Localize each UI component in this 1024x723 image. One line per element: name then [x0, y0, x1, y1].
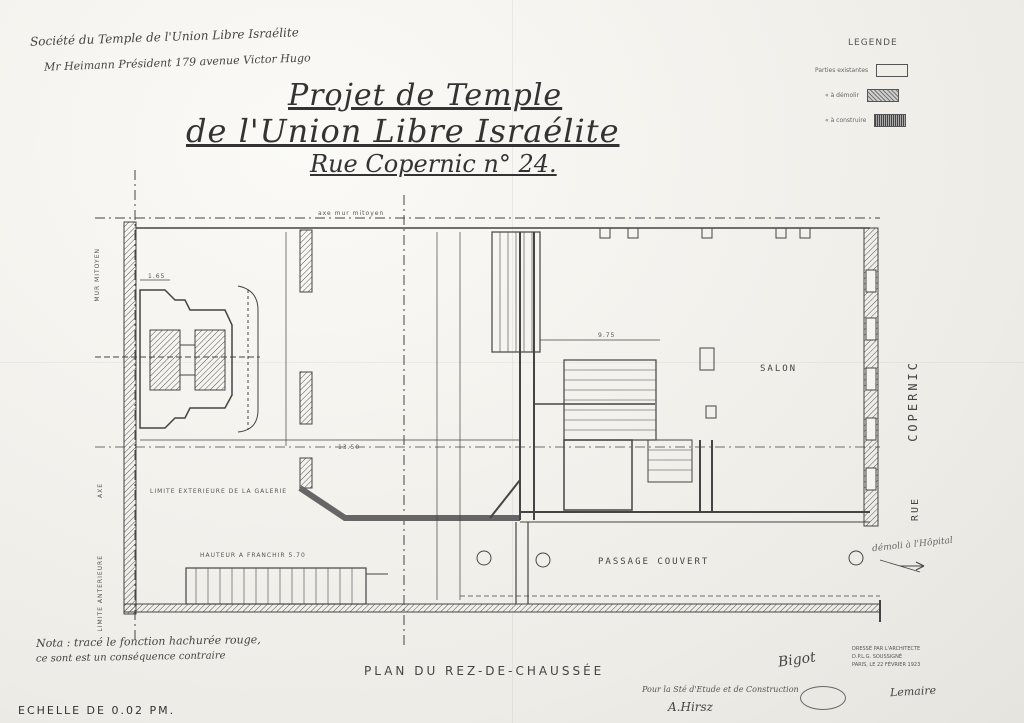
signature-third: Lemaire [889, 683, 937, 700]
gallery-limit-note: LIMITE EXTERIEURE DE LA GALERIE [150, 488, 288, 495]
stair-height-note: HAUTEUR A FRANCHIR 5.70 [200, 552, 306, 559]
pillar [299, 229, 313, 293]
bottom-wall [123, 603, 881, 613]
legend-construct: « à construire [825, 114, 907, 127]
legend-construct-swatch [874, 114, 907, 127]
gallery-wall [298, 485, 520, 521]
drawing-title: PLAN DU REZ-DE-CHAUSSÉE [364, 664, 605, 678]
legend-existing-label: Parties existantes [815, 67, 869, 74]
street-prefix-label: RUE [910, 497, 921, 522]
ark-pillar [194, 329, 226, 391]
passage-label: PASSAGE COUVERT [598, 557, 710, 567]
pillar [299, 371, 313, 425]
gallery-wall-angle [489, 479, 521, 519]
limit-label-bottom: LIMITE ANTERIEURE [97, 555, 104, 632]
left-wall [123, 221, 137, 615]
legend-title: LEGENDE [848, 38, 898, 48]
scale-label: ECHELLE DE 0.02 PM. [18, 704, 176, 717]
window [865, 317, 877, 341]
legend-demolish-swatch [866, 89, 899, 102]
approval-note: Pour la Sté d'Etude et de Construction [642, 685, 799, 694]
legend-construct-label: « à construire [825, 117, 867, 124]
legend-demolish: « à démolir [825, 89, 899, 102]
ark-pillar [149, 329, 181, 391]
street-name-label: COPERNIC [906, 360, 920, 442]
limit-label-top: MUR MITOYEN [94, 248, 101, 302]
legend-demolish-label: « à démolir [825, 92, 859, 99]
title-line-1: Projet de Temple [288, 78, 563, 113]
paper-fold-vertical [512, 0, 513, 723]
wall-notch [775, 227, 787, 239]
wall-notch [701, 227, 713, 239]
legend-existing-swatch [876, 64, 909, 77]
window [865, 467, 877, 491]
lower-room [563, 439, 633, 511]
signature-approver: A.Hirsz [668, 700, 713, 714]
column-small [699, 347, 715, 371]
legend-existing: Parties existantes [815, 64, 909, 77]
paper-fold-horizontal [0, 362, 1024, 363]
window [865, 367, 877, 391]
column-small [705, 405, 717, 419]
column-circle [476, 550, 492, 566]
pillar [299, 457, 313, 489]
salon-label: SALON [760, 364, 798, 374]
title-line-3: Rue Copernic n° 24. [310, 150, 557, 178]
column-circle [848, 550, 864, 566]
dimension-hall: 9.75 [598, 332, 616, 339]
column-circle [535, 552, 551, 568]
ark-niche [179, 344, 196, 376]
wall-notch [599, 227, 611, 239]
stair-lower [185, 567, 367, 605]
architect-block: DRESSÉ PAR L'ARCHITECTE D.P.L.G. SOUSSIG… [852, 646, 921, 668]
party-wall-label: axe mur mitoyen [318, 210, 385, 217]
title-line-2: de l'Union Libre Israélite [186, 112, 620, 150]
window [865, 269, 877, 293]
wall-notch [627, 227, 639, 239]
ark-structure [139, 289, 233, 429]
dimension-width: 13.50 [338, 444, 361, 451]
limit-label-mid: AXE [97, 483, 104, 499]
small-stair [647, 439, 693, 483]
north-arrow [900, 561, 925, 571]
official-stamp [800, 686, 846, 710]
dimension-top: 1.65 [148, 273, 166, 280]
window [865, 417, 877, 441]
wall-notch [799, 227, 811, 239]
